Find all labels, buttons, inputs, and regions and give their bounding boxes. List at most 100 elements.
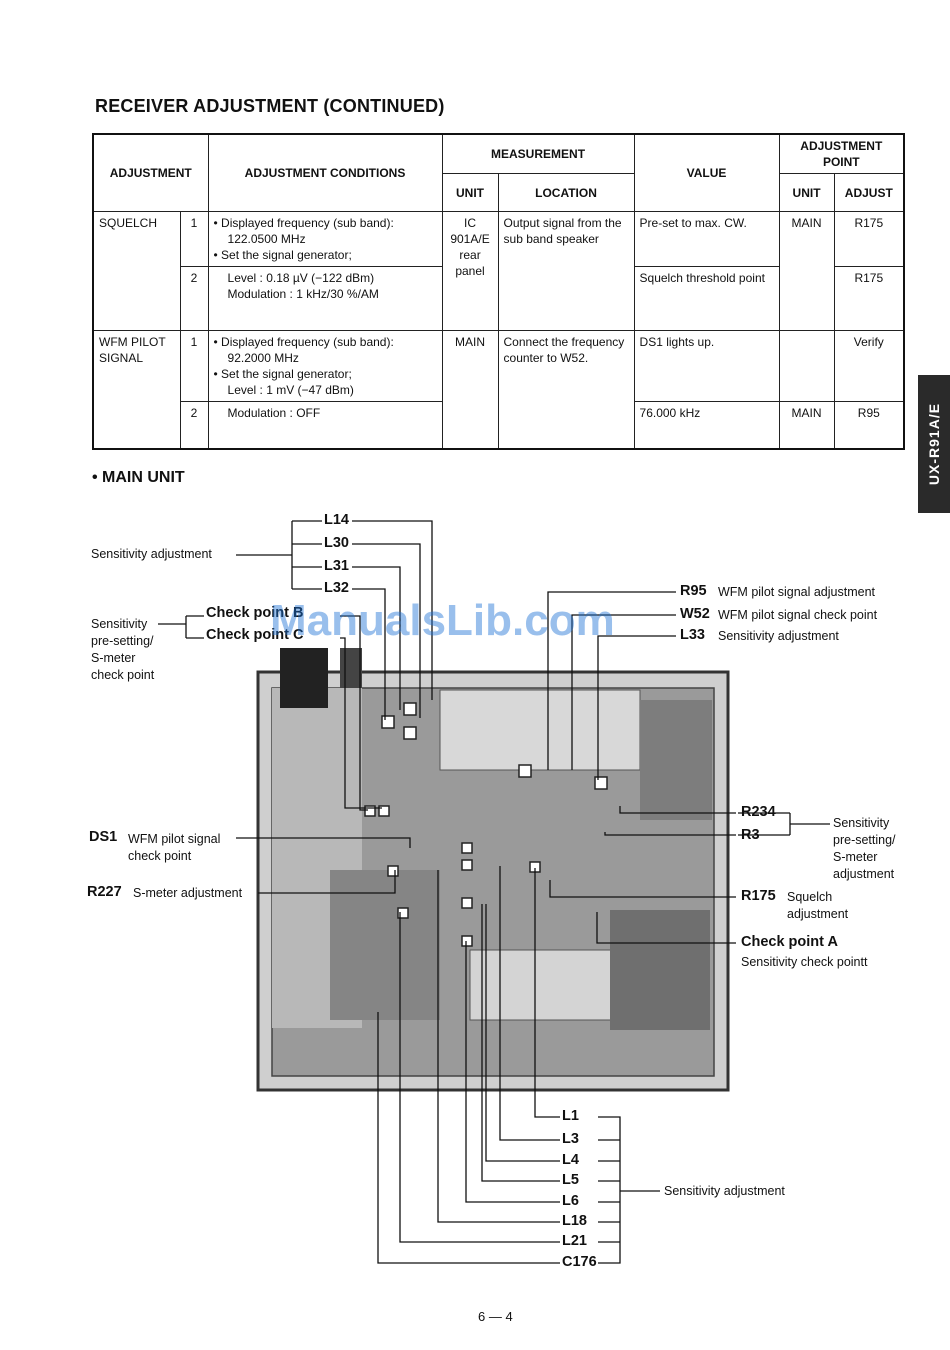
ap-adjust: R95 (833, 401, 905, 449)
component-cluster (640, 700, 712, 820)
r175-description: Squelch adjustment (787, 889, 848, 923)
cond-line: • Set the signal generator; (213, 367, 352, 381)
label-line: adjustment (787, 907, 849, 921)
test-point (403, 726, 417, 740)
part-l14: L14 (324, 512, 349, 528)
label-sensitivity-preset: Sensitivity pre-setting/ S-meter check p… (91, 616, 154, 684)
test-point (387, 865, 399, 877)
l33-description: Sensitivity adjustment (718, 629, 839, 643)
header-conditions: ADJUSTMENT CONDITIONS (207, 133, 443, 212)
label-line: S-meter (833, 850, 878, 864)
label-right-preset: Sensitivity pre-setting/ S-meter adjustm… (833, 815, 896, 883)
test-point (594, 776, 608, 790)
label-line: pre-setting/ (91, 634, 154, 648)
label-line: Squelch (787, 890, 833, 904)
part-ds1: DS1 (89, 829, 118, 845)
cond-line: • Displayed frequency (sub band): (213, 335, 394, 349)
cond-line: • Displayed frequency (sub band): (213, 216, 394, 230)
side-tab: UX-R91A/E (918, 375, 950, 513)
test-point (397, 907, 409, 919)
part-l6: L6 (562, 1193, 579, 1209)
step-num: 1 (179, 330, 209, 402)
check-point-c: Check point C (206, 627, 304, 643)
label-sensitivity-adjustment: Sensitivity adjustment (91, 547, 212, 561)
label-line: check point (128, 849, 192, 863)
component-cluster (330, 870, 440, 1020)
test-point (381, 715, 395, 729)
part-l4: L4 (562, 1152, 579, 1168)
part-l21: L21 (562, 1233, 587, 1249)
ap-adjust: R175 (833, 211, 905, 267)
header-measurement: MEASUREMENT (441, 133, 635, 174)
ds1-description: WFM pilot signal check point (128, 831, 220, 865)
cond-line: Level : 1 mV (−47 dBm) (227, 383, 354, 397)
meas-unit: MAIN (441, 330, 499, 449)
header-adjustment-point: ADJUSTMENT POINT (778, 133, 905, 174)
test-point (461, 935, 473, 947)
connector-block (340, 648, 362, 688)
ap-unit: MAIN (778, 211, 835, 331)
cond-line: Modulation : 1 kHz/30 %/AM (227, 287, 379, 301)
part-r3: R3 (741, 827, 760, 843)
check-point-a: Check point A (741, 934, 838, 950)
step-num: 1 (179, 211, 209, 267)
r95-description: WFM pilot signal adjustment (718, 585, 876, 599)
cond-line: • Set the signal generator; (213, 248, 352, 262)
part-l31: L31 (324, 558, 349, 574)
label-line: WFM pilot signal (128, 832, 221, 846)
step-num: 2 (179, 401, 209, 449)
watermark: ManualsLib.com (270, 596, 615, 645)
cond-line: 122.0500 MHz (227, 232, 306, 246)
adjustment-table: ADJUSTMENT ADJUSTMENT CONDITIONS MEASURE… (92, 133, 906, 450)
part-c176: C176 (562, 1254, 597, 1270)
bottom-description: Sensitivity adjustment (664, 1184, 785, 1198)
w52-description: WFM pilot signal check point (718, 608, 878, 622)
header-location: LOCATION (497, 173, 635, 212)
display-module (439, 689, 641, 771)
step-num: 2 (179, 266, 209, 331)
test-point (378, 805, 390, 817)
cond-line: Level : 0.18 µV (−122 dBm) (227, 271, 375, 285)
part-l1: L1 (562, 1108, 579, 1124)
section-title: • MAIN UNIT (92, 469, 185, 486)
part-l3: L3 (562, 1131, 579, 1147)
page-number: 6 — 4 (478, 1309, 513, 1324)
step-conditions: Level : 0.18 µV (−122 dBm) Modulation : … (207, 266, 443, 331)
test-point (461, 842, 473, 854)
cond-line: 92.2000 MHz (227, 351, 299, 365)
sub-module (469, 949, 631, 1021)
row-name-wfm: WFM PILOT SIGNAL (92, 330, 181, 449)
part-l32: L32 (324, 580, 349, 596)
meas-unit: IC 901A/E rear panel (441, 211, 499, 331)
cond-line: Modulation : OFF (227, 406, 321, 420)
label-line: Sensitivity (833, 816, 890, 830)
test-point (461, 897, 473, 909)
part-r175: R175 (741, 888, 776, 904)
value-cell: 76.000 kHz (633, 401, 780, 449)
part-l18: L18 (562, 1213, 587, 1229)
part-w52: W52 (680, 606, 710, 622)
ap-unit: MAIN (778, 401, 835, 449)
header-ap-adjust: ADJUST (833, 173, 905, 212)
header-adjustment: ADJUSTMENT (92, 133, 209, 212)
test-point (403, 702, 417, 716)
header-unit: UNIT (441, 173, 499, 212)
component-cluster (610, 910, 710, 1030)
ap-adjust: Verify (833, 330, 905, 402)
part-l30: L30 (324, 535, 349, 551)
label-line: adjustment (833, 867, 895, 881)
part-l5: L5 (562, 1172, 579, 1188)
part-l33: L33 (680, 627, 705, 643)
check-point-b: Check point B (206, 605, 304, 621)
connector-block (280, 648, 328, 708)
label-line: S-meter (91, 651, 136, 665)
meas-location: Output signal from the sub band speaker (497, 211, 635, 331)
check-point-a-description: Sensitivity check pointt (741, 955, 868, 969)
page-title: RECEIVER ADJUSTMENT (CONTINUED) (95, 96, 445, 116)
value-cell: Squelch threshold point (633, 266, 780, 331)
label-line: check point (91, 668, 155, 682)
part-r95: R95 (680, 583, 707, 599)
part-r234: R234 (741, 804, 776, 820)
label-line: Sensitivity (91, 617, 148, 631)
